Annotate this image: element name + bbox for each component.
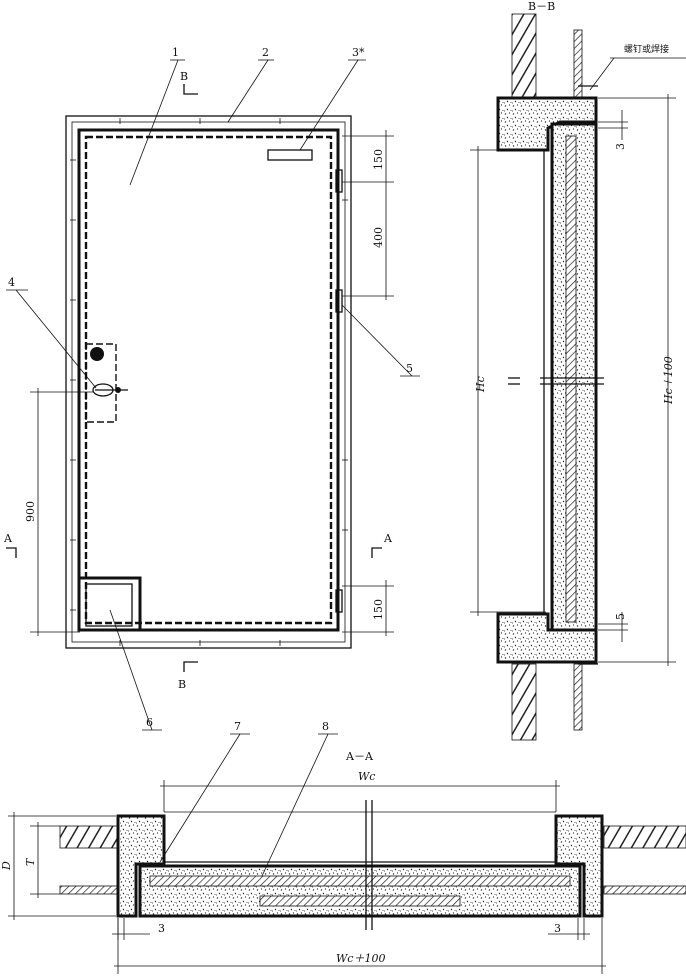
svg-text:A: A xyxy=(3,532,13,545)
wall-bottom xyxy=(511,663,537,741)
part-label-7: 7 xyxy=(234,720,241,733)
hc-dimension xyxy=(470,146,546,616)
nameplate xyxy=(267,149,313,161)
wall-left xyxy=(59,825,121,849)
small-dims-bb xyxy=(598,110,628,642)
dim-wc100: Wc＋100 xyxy=(336,952,385,965)
dim-hc: Hc xyxy=(474,376,487,393)
note-screw-or-weld: 螺钉或焊接 xyxy=(624,43,669,55)
dim-3-right: 3 xyxy=(554,922,561,935)
section-aa-title: A－A xyxy=(345,750,374,763)
section-aa: A－A 7 8 Wc xyxy=(0,720,686,974)
front-view-leaders xyxy=(6,59,420,731)
note-leader xyxy=(589,57,615,91)
svg-text:B: B xyxy=(178,678,186,691)
d-t-dimensions xyxy=(8,812,116,920)
part-label-2: 2 xyxy=(262,46,269,59)
dim-wc: Wc xyxy=(358,770,375,783)
section-mark-b-bottom: B xyxy=(178,661,198,691)
dim-d: D xyxy=(0,861,13,871)
hc100-dimension xyxy=(598,94,676,666)
svg-text:A: A xyxy=(383,532,393,545)
part-label-3: 3* xyxy=(352,46,365,59)
door-inner-skin xyxy=(565,135,577,623)
section-mark-a-right: A xyxy=(371,532,393,558)
section-bb-title: B－B xyxy=(528,0,555,13)
door-leaf xyxy=(77,128,340,632)
frame-jamb-left xyxy=(116,814,166,918)
dim-400: 400 xyxy=(372,227,385,248)
dim-hc100: Hc＋100 xyxy=(662,356,675,405)
hinge-lower xyxy=(335,289,343,313)
break-symbol-aa xyxy=(365,800,373,930)
front-view-right-dimensions xyxy=(342,130,394,636)
dim-900: 900 xyxy=(24,501,37,522)
svg-text:B: B xyxy=(180,70,188,83)
frame-jamb-right xyxy=(554,814,604,918)
dim-3-bb: 3 xyxy=(614,143,627,150)
hinge-bottom xyxy=(335,589,343,613)
front-view: 1 2 3* 4 5 6 B B A A xyxy=(3,46,420,731)
section-mark-a-left: A xyxy=(3,532,17,558)
door-leaf-aa xyxy=(138,864,582,918)
door-frame-outer xyxy=(65,115,352,649)
dim-t: T xyxy=(24,857,37,866)
door-skin-aa xyxy=(149,875,571,887)
door-skin-aa-2 xyxy=(259,895,461,907)
dim-150-bottom: 150 xyxy=(372,599,385,620)
part-label-4: 4 xyxy=(8,276,15,289)
section-mark-b-top: B xyxy=(180,70,198,95)
frame-fixing-ticks xyxy=(70,118,348,646)
part-label-5: 5 xyxy=(406,362,413,375)
wall-right xyxy=(603,825,686,849)
door-frame-inner xyxy=(71,121,346,643)
section-bb: B－B 螺钉或焊接 Hc xyxy=(470,0,686,741)
wall-bottom-panel xyxy=(573,663,583,731)
wall-right-panel xyxy=(603,885,686,895)
lock-assembly xyxy=(85,343,128,423)
part-label-6: 6 xyxy=(146,716,153,729)
wc-dimension xyxy=(160,780,560,812)
wall-top-panel xyxy=(573,29,583,101)
section-aa-leaders xyxy=(159,733,338,877)
bottom-vent-panel xyxy=(80,576,142,630)
wall-left-panel xyxy=(59,885,121,895)
part-label-1: 1 xyxy=(172,46,179,59)
hinge-upper xyxy=(335,169,343,193)
dim-5-bb: 5 xyxy=(614,613,627,620)
dim-3-left: 3 xyxy=(158,922,165,935)
part-label-8: 8 xyxy=(322,720,329,733)
small-dims-aa xyxy=(112,918,590,940)
dim-150-top: 150 xyxy=(372,149,385,170)
front-view-left-dimension xyxy=(30,388,94,636)
wc100-dimension xyxy=(114,918,606,974)
door-gasket xyxy=(84,135,333,625)
break-symbol xyxy=(508,377,604,385)
wall-top xyxy=(511,13,537,101)
